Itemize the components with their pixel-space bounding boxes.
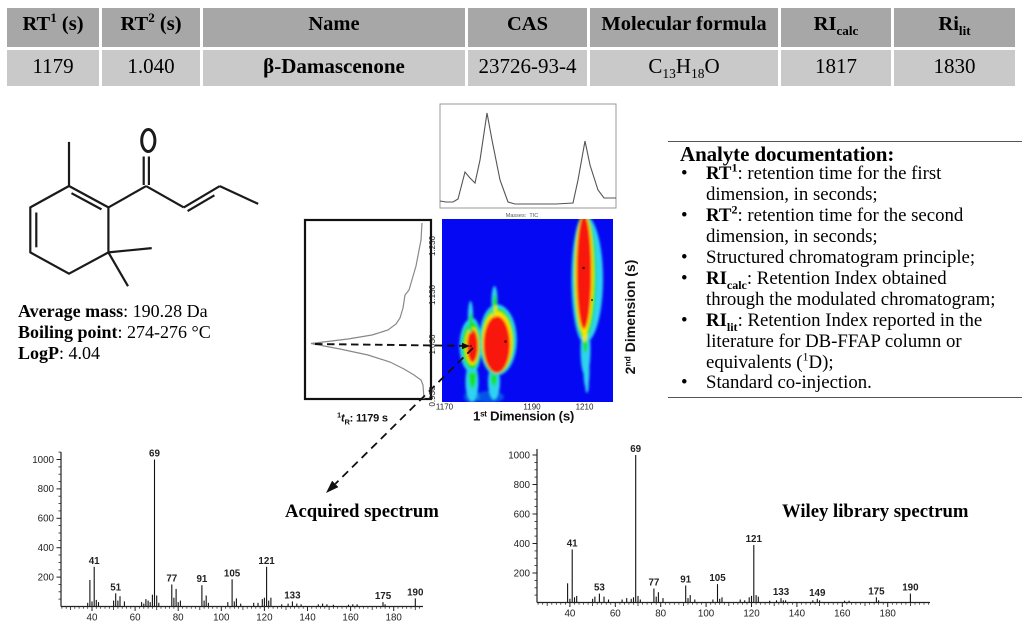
svg-text:400: 400 [38,543,55,554]
svg-text:600: 600 [514,509,531,520]
svg-text:100: 100 [698,609,715,620]
svg-text:600: 600 [38,514,55,525]
svg-text:Masses: TIC: Masses: TIC [506,213,538,219]
svg-text:400: 400 [514,539,531,550]
svg-text:140: 140 [299,613,316,624]
svg-text:180: 180 [880,609,897,620]
svg-text:100: 100 [213,613,230,624]
svg-text:133: 133 [773,587,790,598]
svg-text:1000: 1000 [508,450,530,461]
svg-text:91: 91 [196,574,207,585]
svg-text:69: 69 [149,449,160,460]
svg-text:1.036: 1.036 [428,334,437,355]
svg-text:200: 200 [514,568,531,579]
svg-text:121: 121 [746,534,763,545]
svg-text:180: 180 [386,613,403,624]
svg-text:1tR: 1179 s: 1tR: 1179 s [337,411,388,427]
svg-text:149: 149 [809,588,826,599]
svg-text:800: 800 [38,484,55,495]
svg-text:1170: 1170 [436,403,454,412]
svg-text:2nd Dimension (s): 2nd Dimension (s) [622,260,638,375]
svg-text:200: 200 [38,572,55,583]
svg-text:60: 60 [610,609,621,620]
svg-text:105: 105 [224,568,241,579]
svg-text:190: 190 [902,583,919,594]
svg-text:91: 91 [680,575,691,586]
svg-text:41: 41 [567,538,578,549]
svg-text:77: 77 [166,574,177,585]
svg-text:105: 105 [709,573,726,584]
svg-text:1.136: 1.136 [428,284,437,305]
svg-text:40: 40 [87,613,98,624]
svg-text:51: 51 [110,582,121,593]
svg-text:121: 121 [258,556,275,567]
svg-text:77: 77 [648,578,659,589]
svg-text:60: 60 [130,613,141,624]
svg-text:41: 41 [89,556,100,567]
svg-text:175: 175 [868,586,885,597]
svg-text:1210: 1210 [576,403,594,412]
svg-text:1000: 1000 [32,455,54,466]
svg-text:40: 40 [564,609,575,620]
svg-text:800: 800 [514,480,531,491]
svg-text:53: 53 [594,583,605,594]
svg-text:80: 80 [655,609,666,620]
svg-text:1.236: 1.236 [428,235,437,256]
svg-text:0.936: 0.936 [428,386,437,407]
svg-text:133: 133 [284,590,301,601]
svg-text:175: 175 [375,591,392,602]
svg-text:160: 160 [342,613,359,624]
svg-text:140: 140 [789,609,806,620]
svg-text:160: 160 [834,609,851,620]
svg-text:190: 190 [407,587,424,598]
svg-text:120: 120 [256,613,273,624]
svg-text:80: 80 [173,613,184,624]
svg-text:1st Dimension (s): 1st Dimension (s) [473,409,574,424]
svg-text:69: 69 [630,444,641,455]
svg-text:1190: 1190 [523,403,541,412]
svg-text:120: 120 [743,609,760,620]
